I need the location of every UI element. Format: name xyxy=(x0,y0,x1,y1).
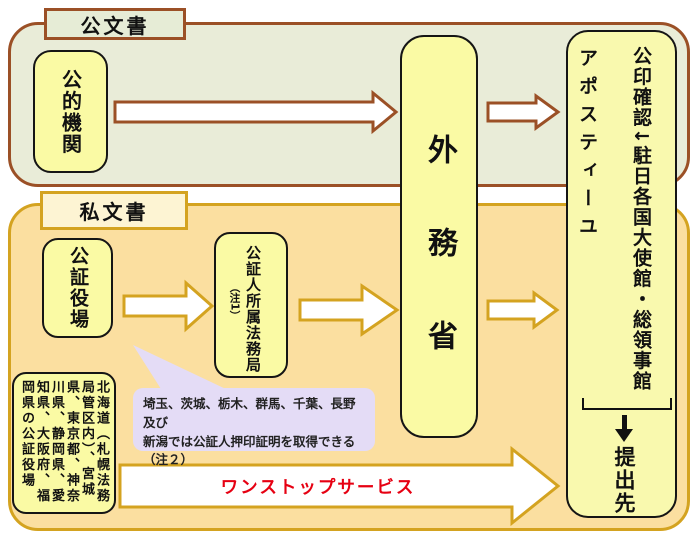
legal-affairs-bureau-note-text: （注1） xyxy=(228,282,241,321)
routes-join-bracket xyxy=(582,398,672,410)
destination-route-official-text: 公印確認↓駐日各国大使館・総領事館 xyxy=(630,46,652,392)
public-institution-box: 公的機関 xyxy=(33,50,108,173)
onestop-notaries-column: 局管区内）、宮城 xyxy=(79,380,94,498)
official-documents-label: 公文書 xyxy=(44,8,186,40)
down-arrow-icon xyxy=(622,415,627,430)
onestop-notaries-box: 北海道（札幌法務 局管区内）、宮城 県、東京都、神奈 川県、静岡県、愛 知県、大… xyxy=(12,372,116,514)
onestop-notaries-column: 県、東京都、神奈 xyxy=(64,380,79,504)
onestop-service-label: ワンストップサービス xyxy=(120,474,516,498)
destination-box: 公印確認↓駐日各国大使館・総領事館 アポスティーユ 提出先 xyxy=(566,30,677,518)
legal-affairs-bureau-box: 公証人所属法務局 （注1） xyxy=(214,232,288,378)
onestop-notaries-column: 北海道（札幌法務 xyxy=(94,380,109,504)
down-arrow-head-icon xyxy=(615,429,633,442)
notary-office-box: 公証役場 xyxy=(42,238,113,338)
onestop-notaries-column: 知県、大阪府、福 xyxy=(34,380,49,504)
onestop-notaries-column: 岡県の公証役場 xyxy=(19,380,34,489)
onestop-service-label-text: ワンストップサービス xyxy=(220,477,416,498)
destination-route-private-text: アポスティーユ xyxy=(576,48,598,244)
destination-footer-text: 提出先 xyxy=(612,446,636,515)
official-documents-label-text: 公文書 xyxy=(80,13,150,38)
public-institution-box-text: 公的機関 xyxy=(58,68,83,155)
mofa-box-text: 外務省 xyxy=(422,134,457,413)
legal-affairs-bureau-text: 公証人所属法務局 xyxy=(244,245,262,373)
prefecture-note-bubble: 埼玉、茨城、栃木、群馬、千葉、長野及び 新潟では公証人押印証明を取得できる （注… xyxy=(133,388,375,467)
onestop-notaries-column: 川県、静岡県、愛 xyxy=(49,380,64,504)
private-documents-label: 私文書 xyxy=(40,191,188,230)
private-documents-label-text: 私文書 xyxy=(79,200,149,224)
notary-office-box-text: 公証役場 xyxy=(67,246,89,330)
mofa-box: 外務省 xyxy=(400,35,478,438)
